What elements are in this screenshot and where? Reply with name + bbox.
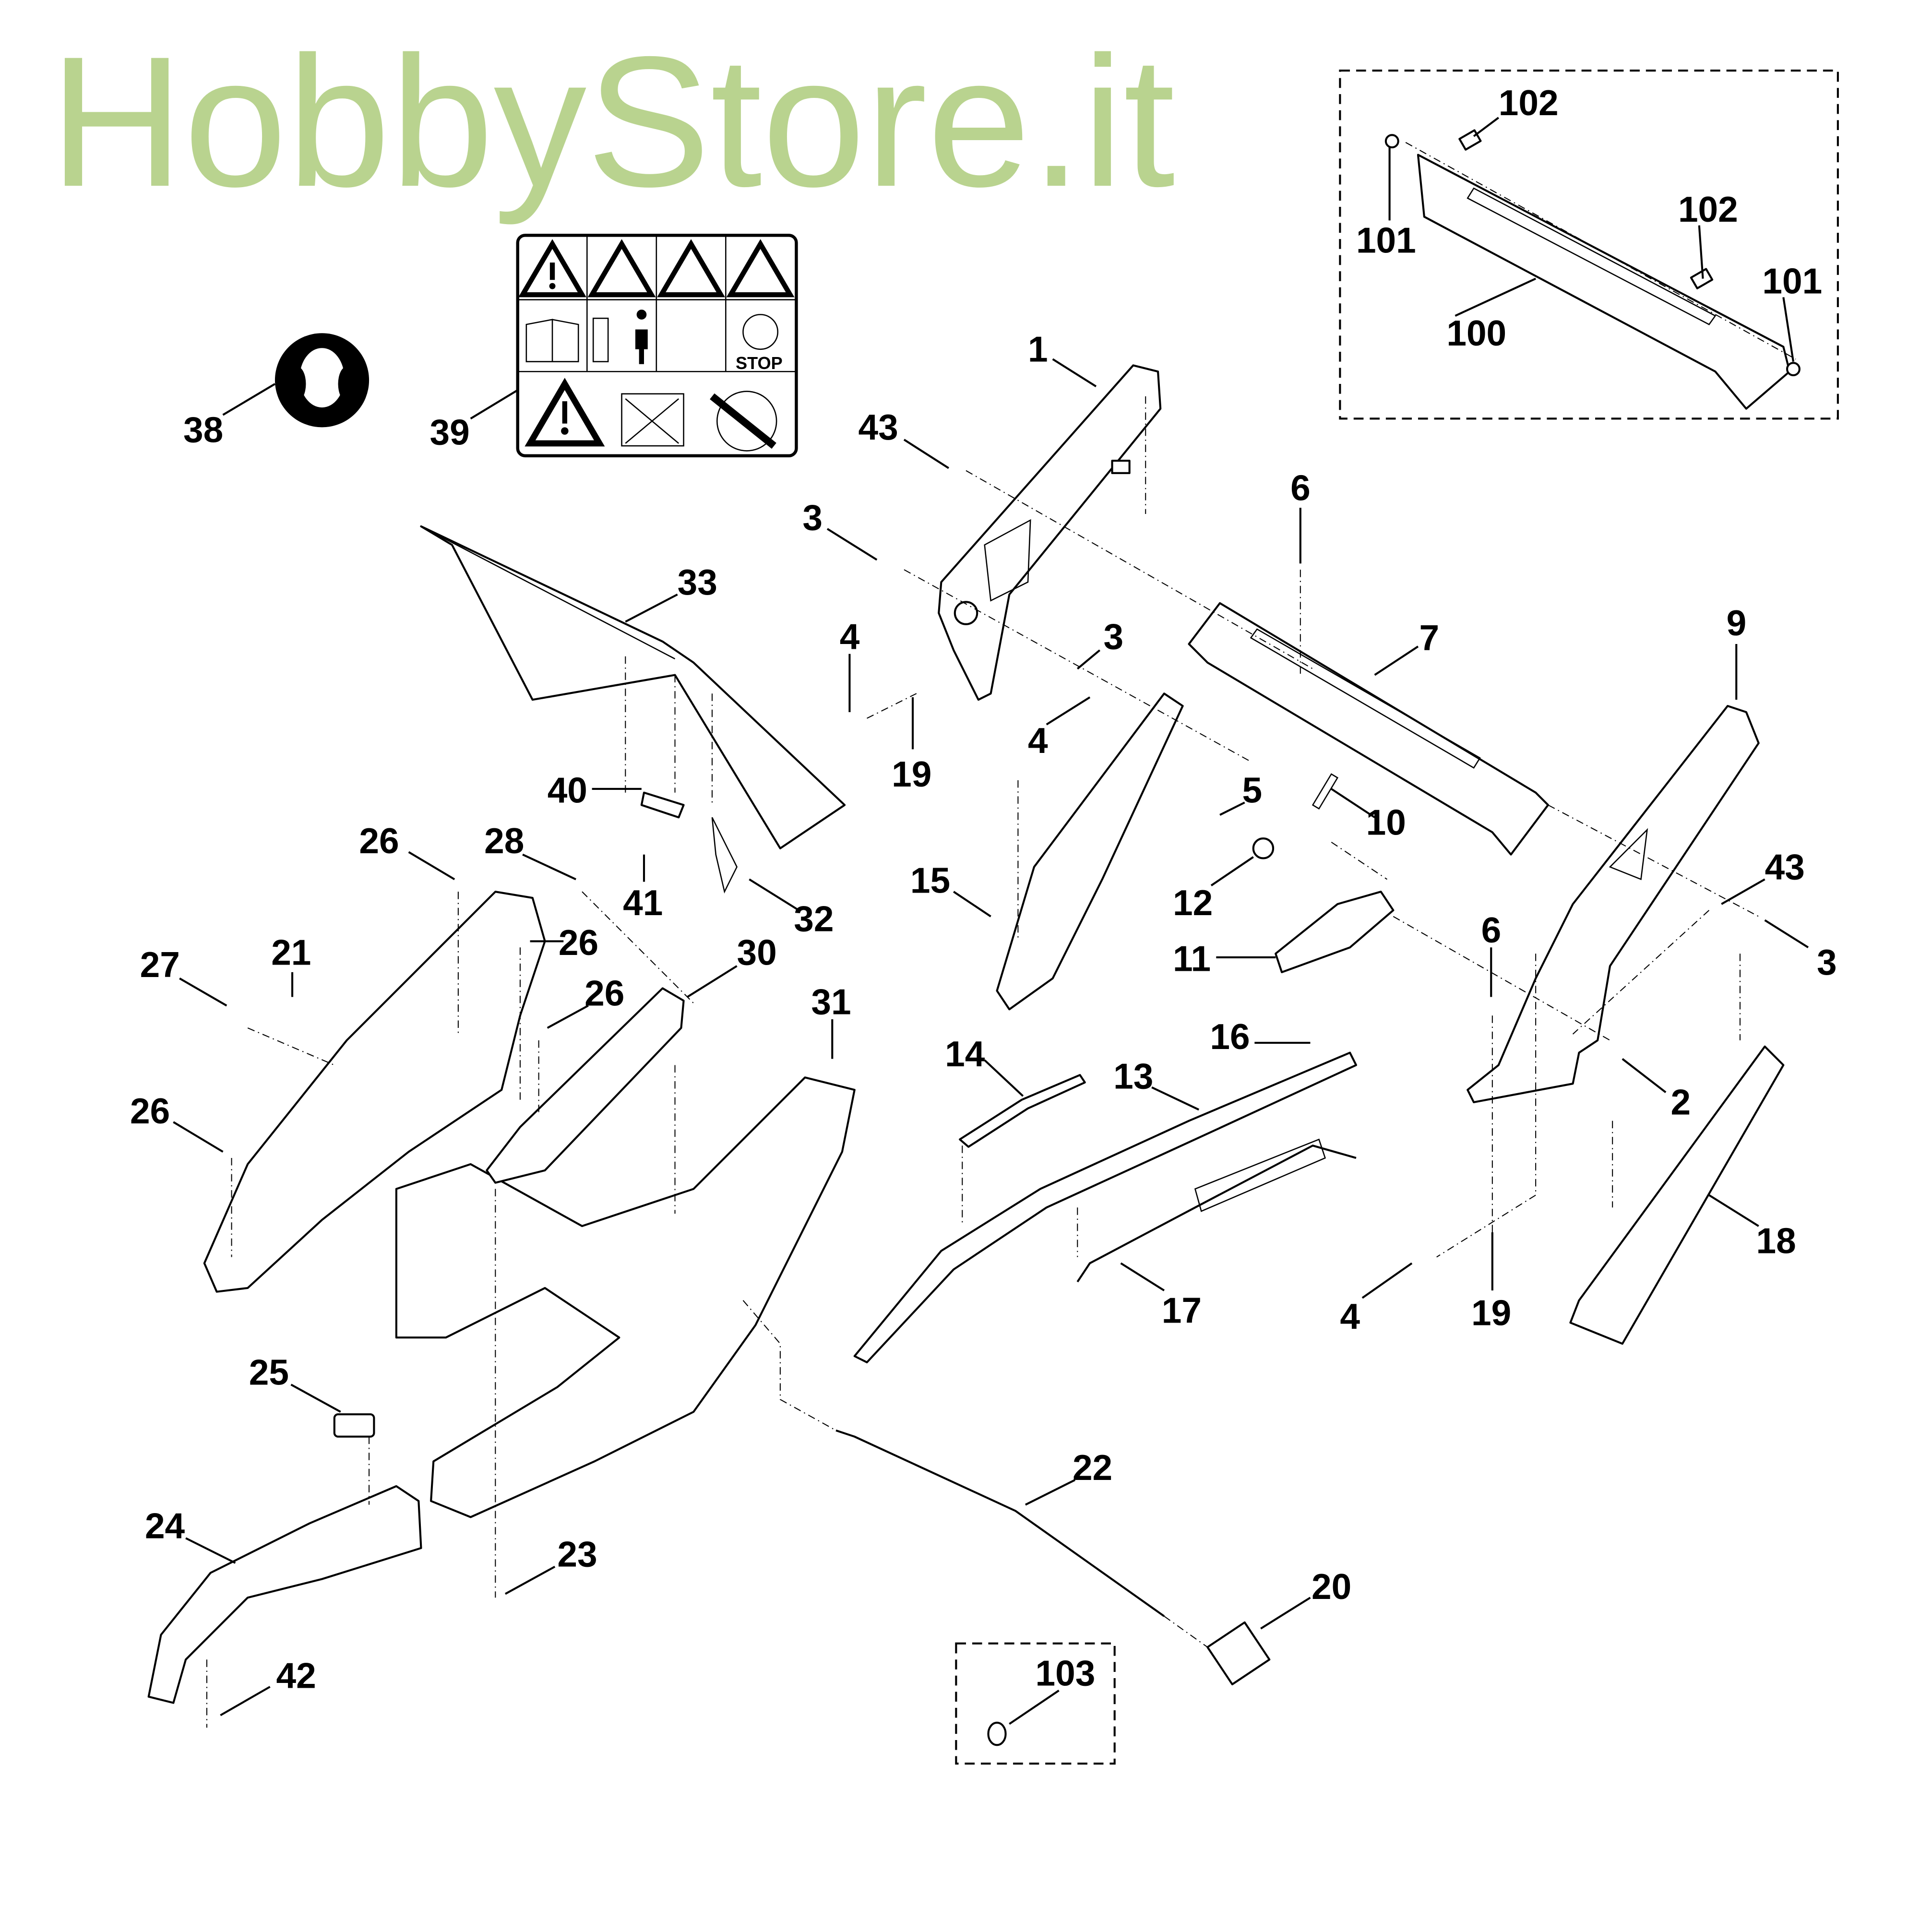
callout: 4 xyxy=(840,616,860,656)
spring-coil-icon xyxy=(1194,1138,1326,1212)
callout: 39 xyxy=(430,412,470,452)
part-21-handle-housing xyxy=(203,891,546,1293)
callout: 103 xyxy=(1036,1653,1096,1693)
part-9-side-plate xyxy=(1467,704,1760,1103)
callout: 9 xyxy=(1727,603,1747,643)
warning-triangle-icon xyxy=(657,239,726,298)
callout: 102 xyxy=(1678,189,1738,229)
callout: 6 xyxy=(1481,910,1502,950)
callout: 32 xyxy=(794,899,834,939)
callout: 26 xyxy=(130,1091,170,1131)
watermark: HobbyStore.it xyxy=(49,18,1176,227)
part-39-safety-decal: STOP xyxy=(516,234,798,457)
warning-triangle-icon xyxy=(726,239,795,298)
decal-stop-text: STOP xyxy=(736,353,783,373)
assembly-lines xyxy=(206,142,1796,1728)
part-7-cross-bracket xyxy=(1188,602,1550,856)
callout: 5 xyxy=(1242,770,1263,810)
callout-leader-lines xyxy=(173,117,1809,1725)
part-12-bushing xyxy=(1252,837,1275,859)
callout: 41 xyxy=(623,883,663,923)
part-1-side-plate xyxy=(938,364,1162,701)
callout: 40 xyxy=(548,770,587,810)
part-17-spring xyxy=(1076,1144,1357,1283)
callout: 6 xyxy=(1290,468,1311,508)
part-32-spring xyxy=(711,817,738,894)
callout: 102 xyxy=(1499,83,1559,123)
callout: 26 xyxy=(559,922,598,963)
callout: 12 xyxy=(1173,883,1213,923)
callout: 25 xyxy=(249,1352,289,1392)
part-38-ear-protection-decal xyxy=(274,333,370,428)
part-13-lever-rod xyxy=(853,1051,1358,1363)
part-20-knob xyxy=(1206,1621,1271,1685)
callout: 4 xyxy=(1340,1296,1360,1336)
callout: 15 xyxy=(910,860,950,901)
callout: 27 xyxy=(140,944,180,985)
part-103-washer xyxy=(987,1721,1007,1746)
manual-book-icon xyxy=(525,319,579,362)
kit-box-103 xyxy=(955,1642,1116,1765)
callout: 100 xyxy=(1446,313,1506,353)
callout: 19 xyxy=(892,754,931,794)
part-33-grass-cover xyxy=(420,525,846,849)
callout: 10 xyxy=(1366,802,1406,842)
callout: 101 xyxy=(1762,261,1822,301)
callout: 22 xyxy=(1073,1447,1112,1488)
callout: 1 xyxy=(1028,329,1048,370)
warning-triangle-icon xyxy=(587,239,656,298)
part-22-rod xyxy=(835,1429,1165,1617)
callout: 7 xyxy=(1419,618,1440,658)
callout: 43 xyxy=(1765,847,1805,887)
callout: 21 xyxy=(271,932,311,972)
callout: 16 xyxy=(1210,1016,1250,1057)
callout: 30 xyxy=(737,932,777,972)
part-30-lever xyxy=(486,987,685,1184)
callout: 43 xyxy=(858,407,898,447)
callout: 4 xyxy=(1028,720,1048,761)
part-100-bracket xyxy=(1384,129,1801,410)
callout: 26 xyxy=(584,973,624,1014)
callout: 42 xyxy=(276,1656,316,1696)
callout: 101 xyxy=(1356,220,1416,260)
callout: 3 xyxy=(802,498,823,538)
callout: 3 xyxy=(1817,942,1837,982)
callout: 31 xyxy=(811,982,851,1022)
person-icon xyxy=(635,310,648,364)
callout: 14 xyxy=(945,1034,985,1074)
part-11-latch xyxy=(1275,891,1395,973)
callout: 38 xyxy=(183,409,223,450)
callout: 20 xyxy=(1312,1566,1351,1607)
callout: 18 xyxy=(1756,1221,1796,1261)
callout: 3 xyxy=(1103,616,1123,656)
part-25-clip xyxy=(333,1413,375,1438)
part-14-cable-tie xyxy=(959,1074,1086,1148)
callout: 23 xyxy=(557,1534,597,1574)
callout: 33 xyxy=(678,562,717,602)
callout: 17 xyxy=(1162,1290,1202,1330)
part-24-handle-grip xyxy=(147,1485,422,1704)
callout: 11 xyxy=(1173,938,1211,978)
part-10-spring xyxy=(1312,773,1339,810)
callout: 24 xyxy=(145,1505,185,1546)
part-15-bracket xyxy=(996,692,1184,1011)
part-18-bracket xyxy=(1569,1045,1785,1345)
kit-box-100 xyxy=(1339,70,1839,420)
callout: 2 xyxy=(1670,1082,1691,1122)
callout-numbers: 102 101 102 101 100 38 39 1 43 3 6 33 3 … xyxy=(130,83,1837,1696)
callout: 28 xyxy=(484,821,524,861)
part-40-pin xyxy=(640,791,685,819)
callout: 13 xyxy=(1113,1056,1153,1096)
part-31-center-housing xyxy=(395,1076,856,1518)
callout: 26 xyxy=(359,821,399,861)
callout: 19 xyxy=(1471,1292,1511,1333)
